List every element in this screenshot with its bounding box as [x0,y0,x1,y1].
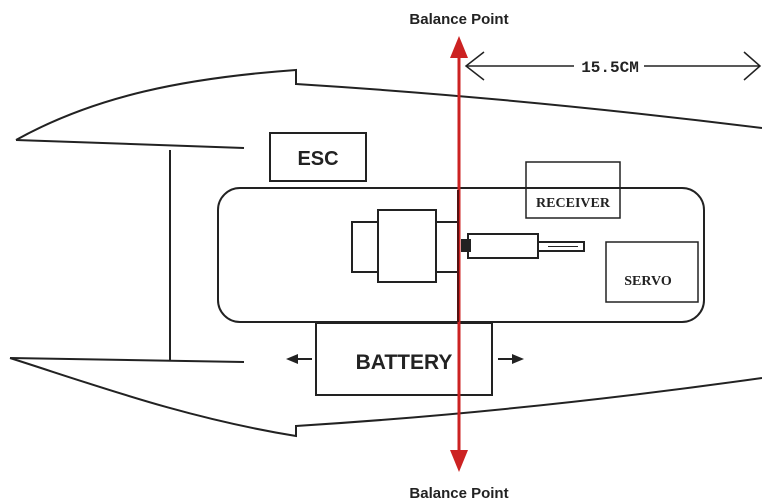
balance-arrow-up [450,36,468,58]
motor-rear [435,221,459,273]
fuselage-outline [9,68,762,438]
battery-box [315,322,493,396]
linkage-joint [461,239,471,252]
esc-box [269,132,367,182]
servo-linkage [461,233,585,259]
battery-left-arrowhead [286,354,298,364]
servo-box [605,241,699,303]
motor-body [377,209,437,283]
upper-fuselage-edge [15,68,762,141]
battery-component: BATTERY [286,322,524,396]
dimension-arrow-left [464,51,485,81]
balance-arrow-down [450,450,468,472]
dimension-arrow-right [743,51,762,81]
battery-right-arrowhead [512,354,524,364]
esc-label: ESC [297,148,338,170]
motor [351,209,459,283]
motor-front [351,221,381,273]
balance-point-label-top: Balance Point [409,11,508,28]
esc-component: ESC [269,132,367,182]
balance-point-line [450,36,468,472]
upper-tail-line [15,139,245,149]
receiver-box [525,161,621,219]
distance-label: 15.5CM [581,59,639,77]
receiver-component: RECEIVER [525,161,621,219]
linkage-block [467,233,539,259]
distance-dimension [464,51,762,81]
servo-label: SERVO [624,274,672,289]
lower-fuselage-edge [9,357,762,438]
lower-tail-line [9,357,245,363]
receiver-label: RECEIVER [536,196,611,211]
servo-component: SERVO [605,241,699,303]
balance-point-label-bottom: Balance Point [409,485,508,502]
battery-label: BATTERY [356,351,453,374]
